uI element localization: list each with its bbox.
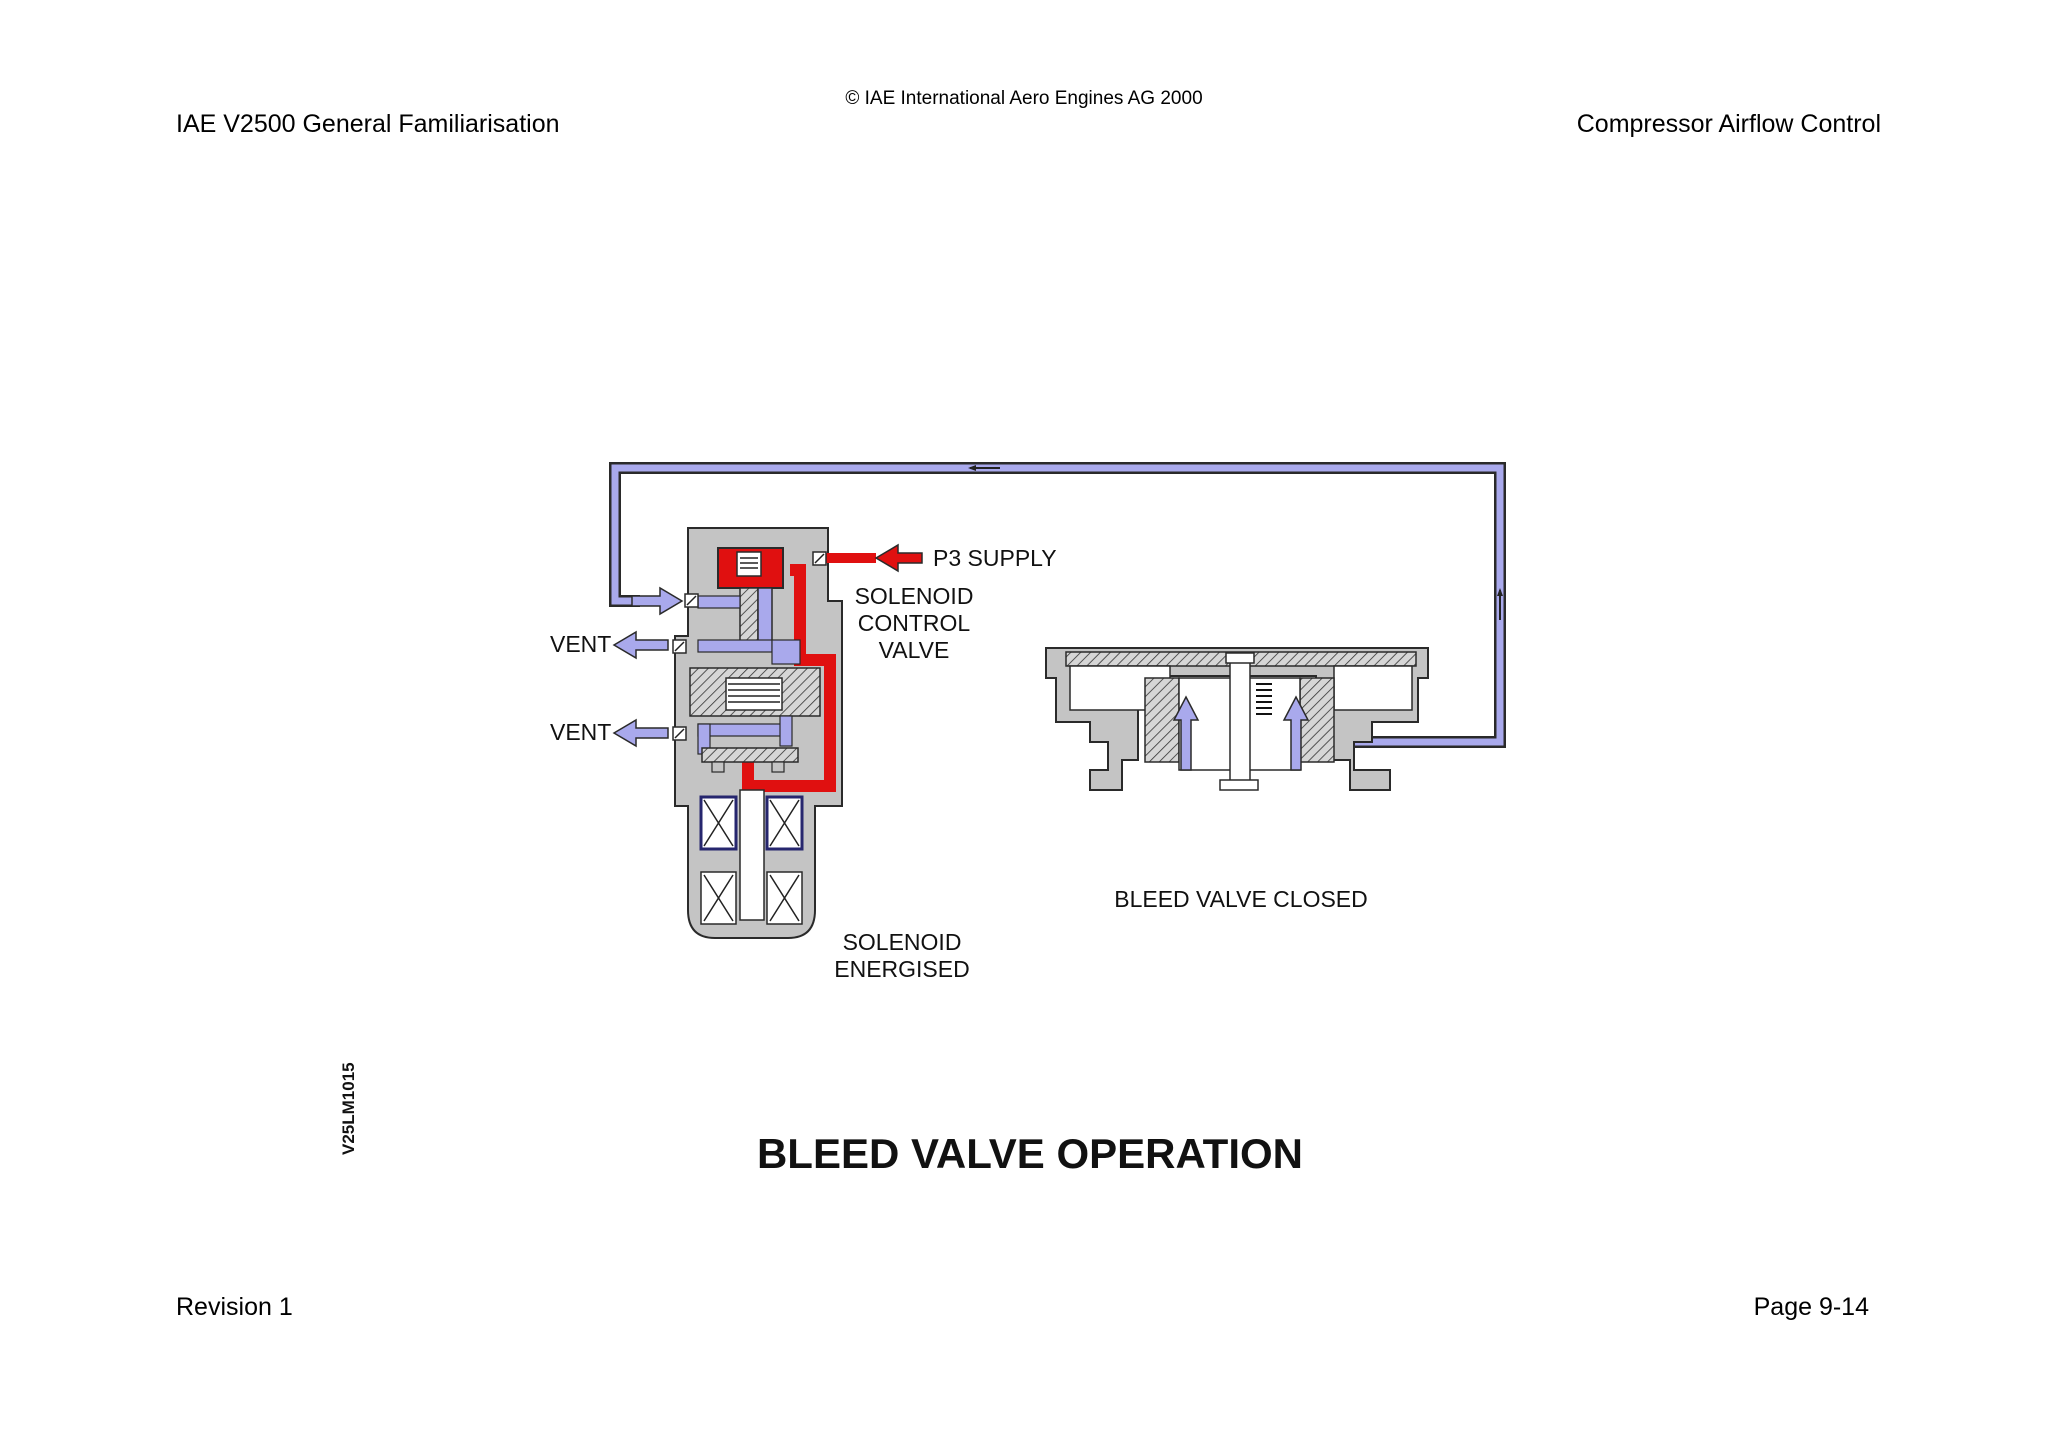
figure-code: V25LM1015	[339, 1062, 358, 1155]
vent-label-upper: VENT	[550, 631, 611, 657]
document-title: IAE V2500 General Familiarisation	[176, 110, 560, 138]
vent-arrow-icon	[612, 718, 669, 748]
p3-supply-label: P3 SUPPLY	[933, 545, 1057, 571]
copyright-notice: © IAE International Aero Engines AG 2000	[845, 88, 1203, 109]
solenoid-control-valve-label-2: CONTROL	[858, 610, 971, 636]
solenoid-energised-label-1: SOLENOID	[843, 929, 962, 955]
solenoid-control-valve-label-3: VALVE	[879, 637, 950, 663]
solenoid-control-valve-label-1: SOLENOID	[855, 583, 974, 609]
vent-label-lower: VENT	[550, 719, 611, 745]
bleed-valve	[1045, 647, 1429, 791]
revision-label: Revision 1	[176, 1293, 293, 1321]
bleed-valve-closed-label: BLEED VALVE CLOSED	[1114, 886, 1368, 912]
solenoid-energised-label-2: ENERGISED	[834, 956, 969, 982]
inlet-arrow-icon	[631, 586, 684, 616]
p3-supply-arrow-icon	[874, 543, 923, 573]
airflow-arrow-icon	[1282, 695, 1310, 771]
diagram-title: BLEED VALVE OPERATION	[757, 1130, 1303, 1177]
vent-arrow-icon	[612, 630, 669, 660]
solenoid-control-valve	[672, 527, 876, 939]
page-number: Page 9-14	[1753, 1293, 1869, 1321]
airflow-arrow-icon	[1172, 695, 1200, 771]
section-title: Compressor Airflow Control	[1576, 110, 1881, 138]
